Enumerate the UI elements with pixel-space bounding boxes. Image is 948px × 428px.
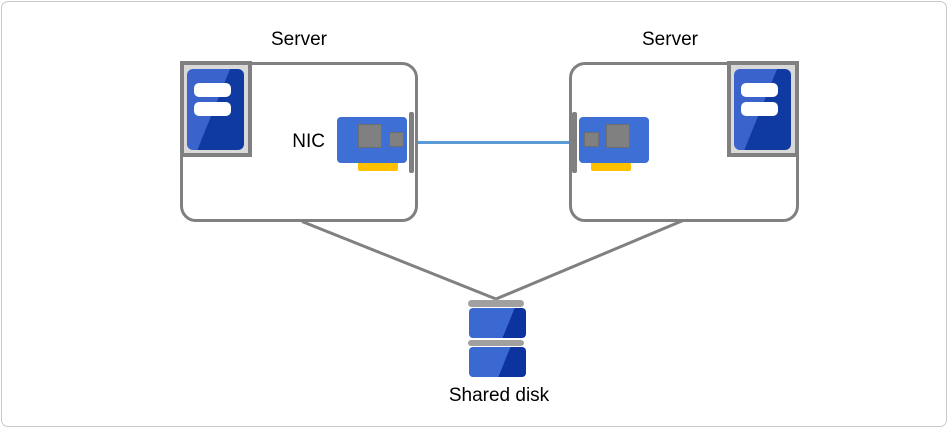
nic-card-icon	[337, 117, 407, 163]
nic-chip-large	[606, 124, 630, 148]
server-tower-body	[734, 69, 791, 150]
nic-card-icon	[579, 117, 649, 163]
server-tower-icon	[727, 61, 799, 157]
tower-slot-icon	[194, 83, 231, 97]
nic-bracket	[409, 112, 414, 173]
disk-platter-top	[469, 308, 526, 338]
server-tower-icon	[180, 61, 252, 157]
nic-chip-small	[389, 132, 404, 147]
nic-bracket	[572, 112, 577, 173]
server-label-left: Server	[271, 29, 327, 50]
server-label-right: Server	[642, 29, 698, 50]
tower-slot-icon	[741, 83, 778, 97]
nic-edge-connector	[591, 160, 631, 171]
server-tower-body	[187, 69, 244, 150]
nic-chip-small	[584, 132, 599, 147]
shared-disk-label: Shared disk	[448, 385, 550, 406]
nic-edge-connector	[358, 160, 398, 171]
disk-platter-bottom	[469, 347, 526, 377]
disk-divider	[468, 340, 524, 346]
nic-label: NIC	[292, 131, 325, 152]
disk-link-line-left	[301, 220, 497, 301]
disk-cap	[468, 300, 524, 307]
tower-slot-icon	[194, 102, 231, 116]
tower-slot-icon	[741, 102, 778, 116]
nic-chip-large	[358, 124, 382, 148]
disk-link-line-right	[495, 219, 684, 301]
